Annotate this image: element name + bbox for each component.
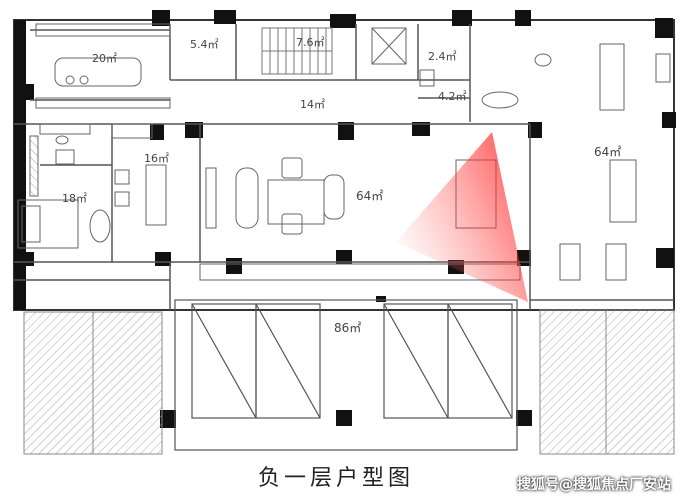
furniture bbox=[17, 27, 671, 281]
area-label-top-left-room: 20㎡ bbox=[92, 52, 117, 65]
garage bbox=[174, 299, 518, 451]
interior-walls bbox=[14, 24, 674, 310]
area-label-kitchen: 16㎡ bbox=[144, 152, 169, 165]
area-label-gym: 64㎡ bbox=[594, 145, 621, 159]
area-label-garage: 86㎡ bbox=[334, 321, 361, 335]
hatched-areas bbox=[23, 135, 675, 455]
area-label-bath: 4.2㎡ bbox=[438, 90, 467, 103]
staircase bbox=[261, 27, 333, 75]
view-cone-highlight bbox=[396, 132, 528, 302]
caption-bar: 负一层户型图 搜狐号@搜狐焦点厂安站 bbox=[0, 458, 685, 501]
wall-columns bbox=[14, 10, 676, 428]
area-label-living: 64㎡ bbox=[356, 189, 383, 203]
area-label-storage: 5.4㎡ bbox=[190, 38, 219, 51]
plan-title: 负一层户型图 bbox=[258, 466, 415, 491]
area-label-stair: 7.6㎡ bbox=[296, 36, 325, 49]
area-label-small-room: 2.4㎡ bbox=[428, 50, 457, 63]
area-label-bedroom: 18㎡ bbox=[62, 192, 87, 205]
watermark: 搜狐号@搜狐焦点厂安站 bbox=[517, 477, 671, 493]
area-label-corridor: 14㎡ bbox=[300, 98, 325, 111]
